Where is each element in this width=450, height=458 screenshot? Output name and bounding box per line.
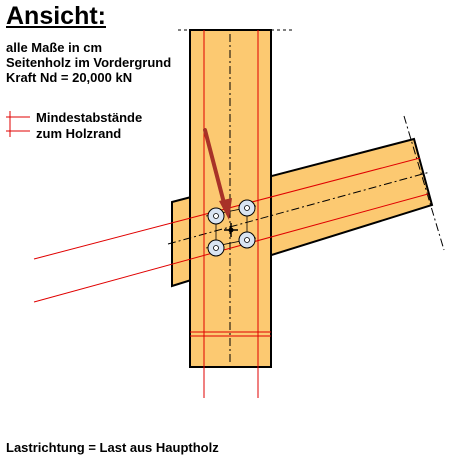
legend-symbol xyxy=(6,111,30,137)
legend-line-2: zum Holzrand xyxy=(36,126,122,141)
fastener-1 xyxy=(207,207,225,225)
legend-line-1: Mindestabstände xyxy=(36,110,143,125)
fastener-2 xyxy=(238,199,256,217)
legend-label: Mindestabstände zum Holzrand xyxy=(36,110,142,142)
page-title: Ansicht: xyxy=(6,2,106,30)
info-side-timber: Seitenholz im Vordergrund xyxy=(6,55,172,70)
info-block: alle Maße in cm Seitenholz im Vordergrun… xyxy=(6,40,171,85)
edge-line-beam-lower xyxy=(33,193,429,303)
load-arrow xyxy=(203,128,232,220)
fastener-4 xyxy=(238,231,256,249)
footer-load-direction: Lastrichtung = Last aus Hauptholz xyxy=(6,440,219,455)
info-force: Kraft Nd = 20,000 kN xyxy=(6,70,133,85)
fastener-3 xyxy=(207,239,225,257)
group-centre-marker xyxy=(224,223,238,237)
beam-centre-line xyxy=(167,171,431,245)
info-units: alle Maße in cm xyxy=(6,40,103,55)
beam-end-dashdot xyxy=(403,115,445,251)
